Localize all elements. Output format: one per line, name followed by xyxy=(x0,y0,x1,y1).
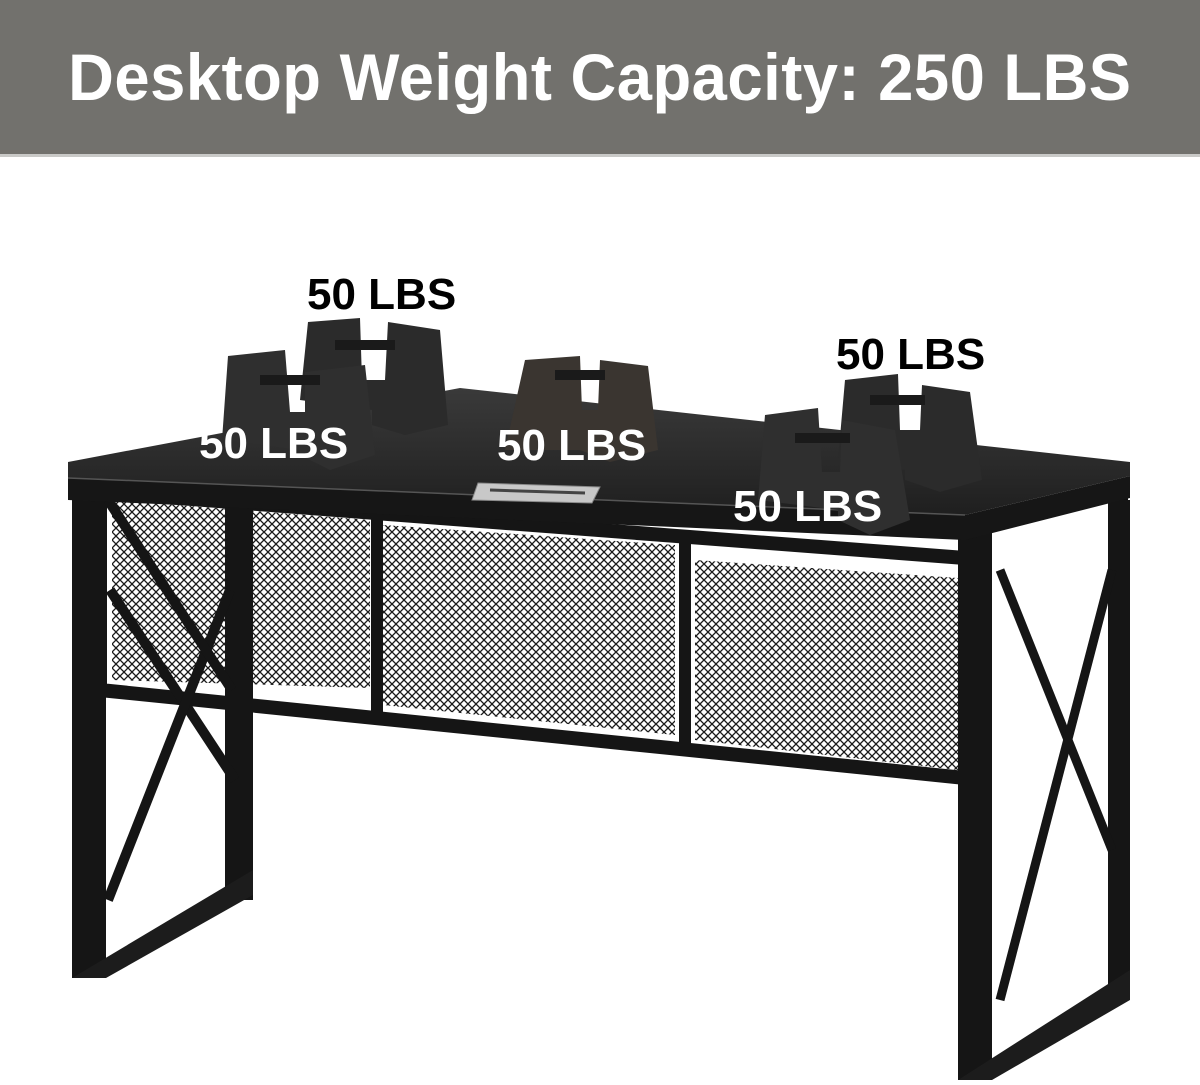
mesh-panels xyxy=(112,500,958,770)
weight-label-front-right: 50 LBS xyxy=(733,482,883,531)
header-banner: Desktop Weight Capacity: 250 LBS xyxy=(0,0,1200,157)
weight-label-front-left: 50 LBS xyxy=(199,419,349,468)
weight-front-right xyxy=(758,408,910,535)
weight-back-left xyxy=(300,318,448,435)
weight-label-back-left: 50 LBS xyxy=(307,270,457,319)
right-leg xyxy=(958,500,1130,1080)
left-leg xyxy=(72,478,253,978)
desk-illustration xyxy=(67,318,1130,1080)
weight-label-center: 50 LBS xyxy=(497,421,647,470)
product-scene: 50 LBS 50 LBS 50 LBS 50 LBS 50 LBS xyxy=(0,157,1200,1085)
cable-grommet xyxy=(471,482,601,504)
weight-label-back-right: 50 LBS xyxy=(836,330,986,379)
banner-title: Desktop Weight Capacity: 250 LBS xyxy=(68,40,1132,114)
weight-center xyxy=(505,356,658,462)
weight-front-left xyxy=(222,350,375,470)
